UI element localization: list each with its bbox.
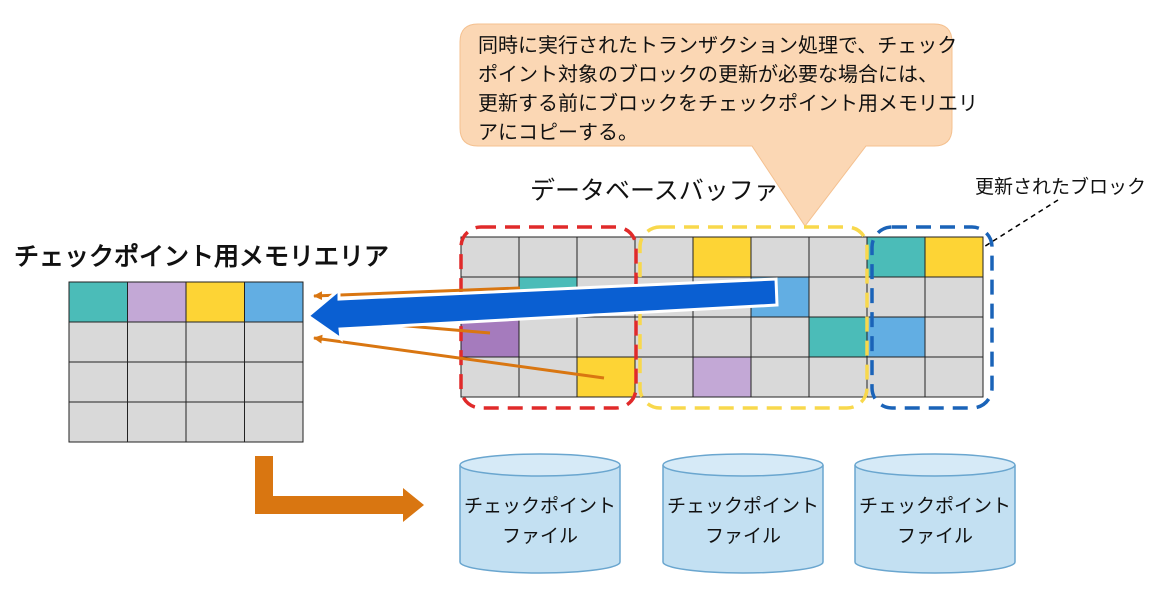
- copy-arrow-blue: [305, 277, 779, 343]
- buffer-block-r0-c5: [750, 236, 810, 278]
- callout-line-4: アにコピーする。: [478, 120, 638, 144]
- buffer-label: データベースバッファ: [530, 176, 779, 205]
- buffer-block-r1-c6: [808, 276, 868, 318]
- memory-block-r0-c2: [185, 281, 245, 323]
- memory-block-r1-c3: [244, 321, 304, 363]
- updated-block-label: 更新されたブロック: [975, 175, 1146, 198]
- buffer-block-r0-c8: [924, 236, 984, 278]
- callout-line-3: 更新する前にブロックをチェックポイント用メモリエリ: [478, 91, 978, 115]
- buffer-block-r0-c2: [576, 236, 636, 278]
- memory-block-r2-c0: [68, 361, 128, 403]
- memory-block-r3-c1: [127, 401, 187, 443]
- memory-block-r3-c2: [185, 401, 245, 443]
- buffer-block-r2-c4: [692, 316, 752, 358]
- memory-block-r2-c1: [127, 361, 187, 403]
- buffer-block-r1-c7: [866, 276, 926, 318]
- callout-line-2: ポイント対象のブロックの更新が必要な場合には、: [478, 62, 938, 86]
- memory-block-r3-c0: [68, 401, 128, 443]
- buffer-block-r3-c7: [866, 356, 926, 398]
- write-to-file-arrow: [255, 456, 424, 522]
- buffer-block-r2-c3: [634, 316, 694, 358]
- memory-block-r1-c0: [68, 321, 128, 363]
- buffer-block-r2-c8: [924, 316, 984, 358]
- memory-block-r2-c2: [185, 361, 245, 403]
- memory-block-r0-c1: [127, 281, 187, 323]
- buffer-block-r3-c4: [692, 356, 752, 398]
- buffer-block-r0-c1: [518, 236, 578, 278]
- memory-block-r3-c3: [244, 401, 304, 443]
- buffer-block-r3-c3: [634, 356, 694, 398]
- buffer-block-r0-c6: [808, 236, 868, 278]
- copy-arrow-teal: [313, 286, 521, 301]
- checkpoint-group-blue: [870, 225, 994, 410]
- memory-block-r0-c3: [244, 281, 304, 323]
- memory-block-r0-c0: [68, 281, 128, 323]
- buffer-block-r0-c0: [460, 236, 520, 278]
- buffer-block-r1-c8: [924, 276, 984, 318]
- memory-area-title: チェックポイント用メモリエリア: [14, 242, 389, 271]
- checkpoint-file-3: チェックポイント ファイル: [854, 453, 1016, 574]
- callout-bubble: 同時に実行されたトランザクション処理で、チェック ポイント対象のブロックの更新が…: [459, 23, 978, 227]
- buffer-block-r0-c4: [692, 236, 752, 278]
- buffer-block-r3-c5: [750, 356, 810, 398]
- buffer-block-r3-c6: [808, 356, 868, 398]
- buffer-block-r2-c5: [750, 316, 810, 358]
- buffer-block-r3-c1: [518, 356, 578, 398]
- checkpoint-file-1: チェックポイント ファイル: [459, 453, 621, 574]
- copy-arrow-yellow: [313, 334, 605, 380]
- memory-block-r2-c3: [244, 361, 304, 403]
- memory-block-r1-c1: [127, 321, 187, 363]
- file-label-1-line1: チェックポイント: [464, 495, 616, 517]
- updated-label-leader: [959, 199, 1059, 263]
- buffer-block-r3-c8: [924, 356, 984, 398]
- file-label-2-line1: チェックポイント: [667, 495, 819, 517]
- buffer-block-r2-c1: [518, 316, 578, 358]
- file-label-3-line2: ファイル: [897, 525, 973, 547]
- buffer-block-r0-c3: [634, 236, 694, 278]
- buffer-block-r0-c7: [866, 236, 926, 278]
- buffer-block-r2-c0: [460, 316, 520, 358]
- checkpoint-group-yellow: [638, 225, 869, 410]
- file-label-1-line2: ファイル: [502, 525, 578, 547]
- callout-line-1: 同時に実行されたトランザクション処理で、チェック: [478, 33, 957, 57]
- buffer-block-r2-c2: [576, 316, 636, 358]
- checkpoint-file-2: チェックポイント ファイル: [662, 453, 824, 574]
- file-label-3-line1: チェックポイント: [859, 495, 1011, 517]
- file-label-2-line2: ファイル: [705, 525, 781, 547]
- memory-block-r1-c2: [185, 321, 245, 363]
- buffer-block-r2-c6: [808, 316, 868, 358]
- buffer-block-r2-c7: [866, 316, 926, 358]
- memory-area-grid: [68, 281, 304, 443]
- buffer-block-r3-c2: [576, 356, 636, 398]
